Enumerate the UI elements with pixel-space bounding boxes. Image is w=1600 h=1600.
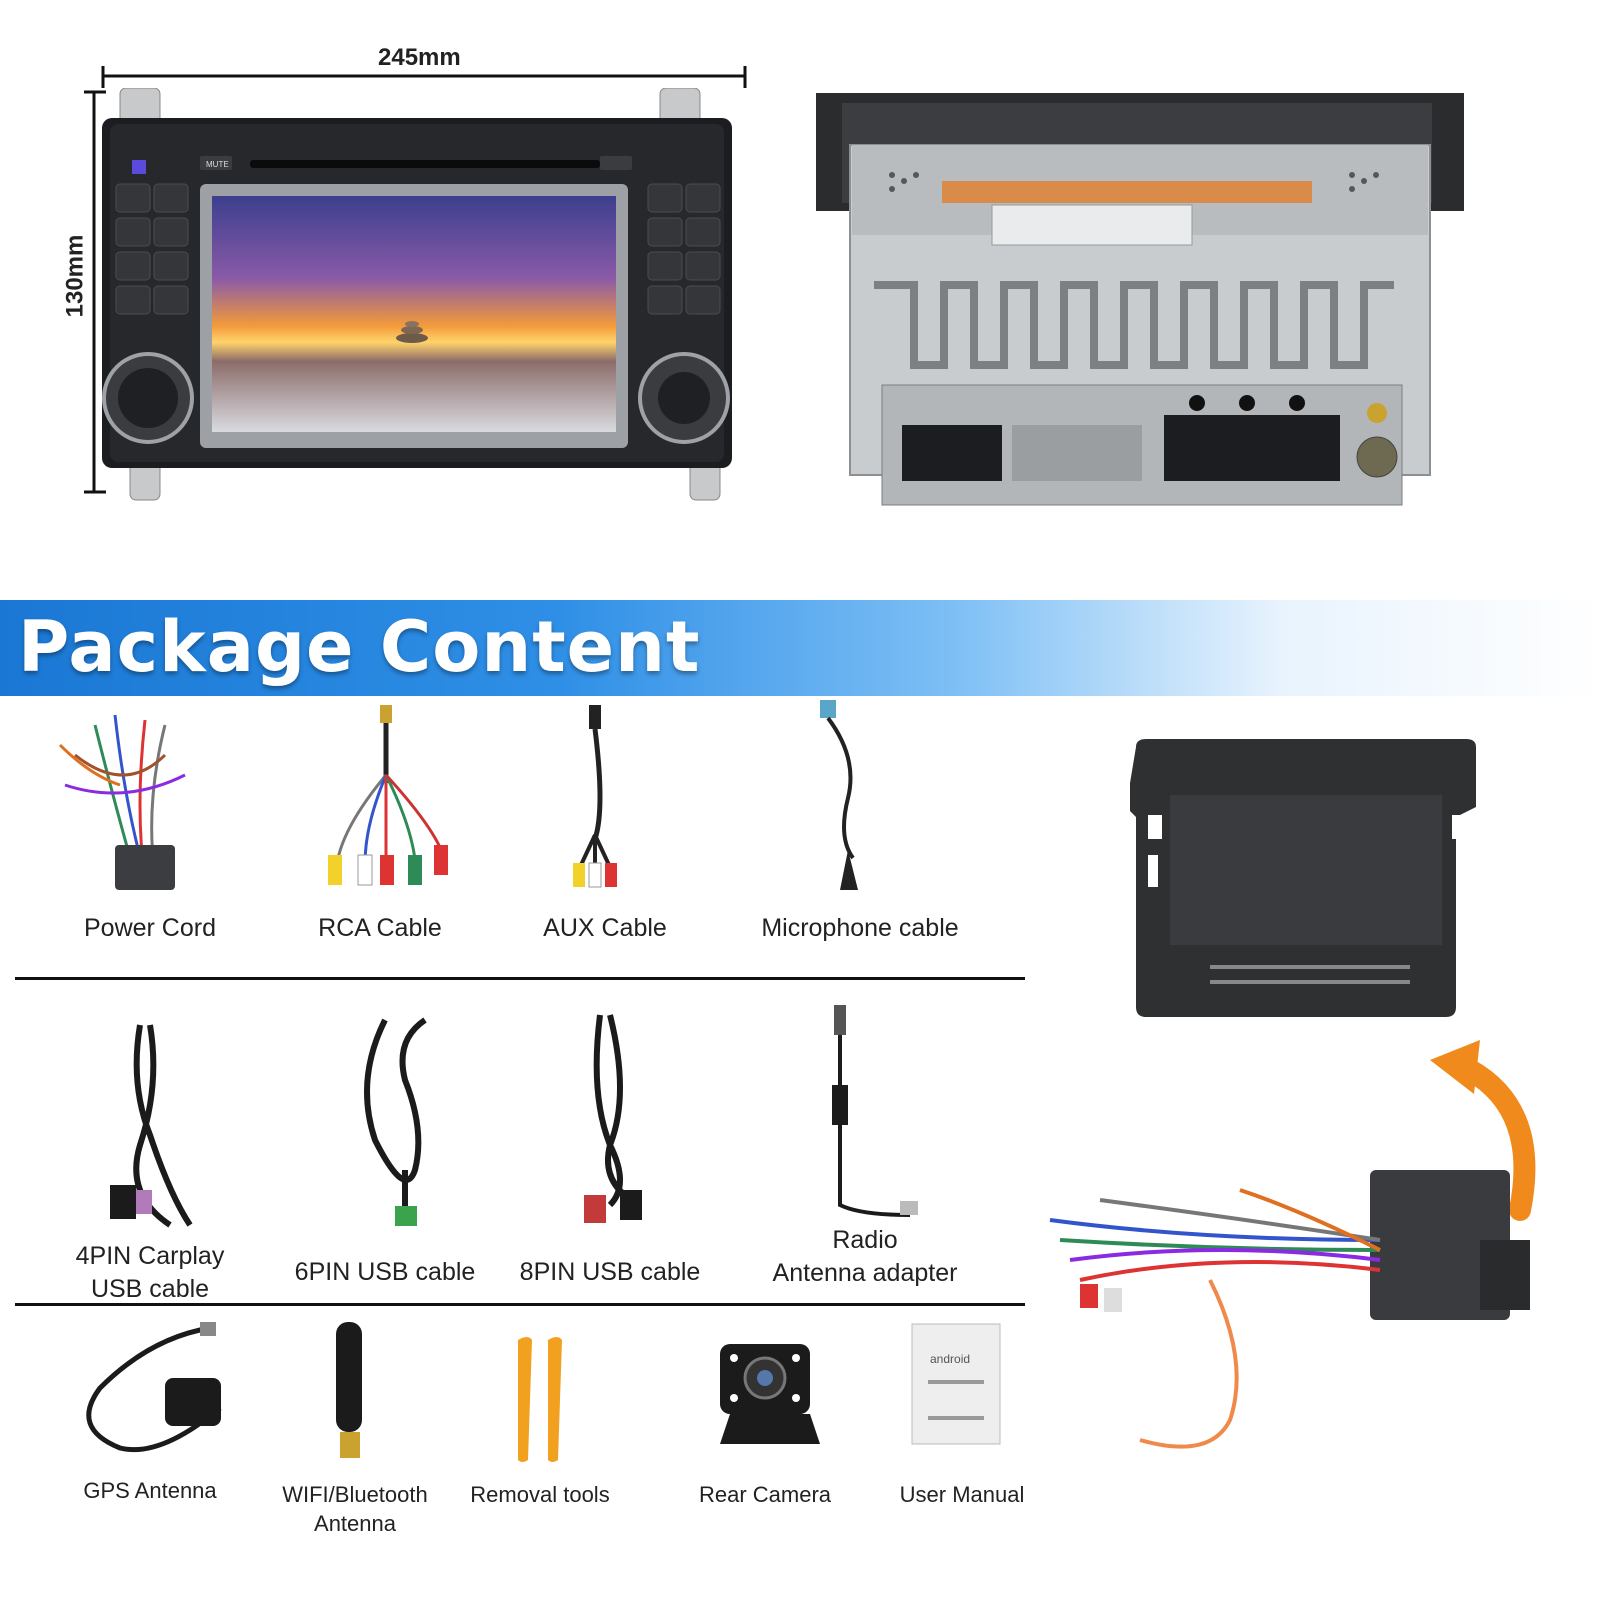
item-label-user-manual: User Manual [899, 1482, 1025, 1507]
user-manual-cover-text: android [930, 1352, 971, 1366]
package-content-banner [0, 600, 1600, 696]
item-label-4pin-line2: USB cable [90, 1275, 210, 1303]
item-label-radio-antenna-adapter: Radio Antenna adapter [720, 1224, 1010, 1290]
item-label-wifi-line2: Antenna [314, 1511, 396, 1536]
harness-connector-housing-image [1130, 739, 1476, 1017]
row-divider-1 [15, 977, 1025, 980]
item-label-radio-line2: Antenna adapter [772, 1259, 958, 1287]
gps-antenna-icon [86, 1322, 222, 1453]
removal-tools-icon [518, 1337, 562, 1462]
rear-camera-icon [720, 1344, 820, 1444]
width-dimension-label: 245mm [378, 44, 461, 71]
item-label-microphone-cable: Microphone cable [761, 914, 959, 942]
row-divider-2 [15, 1303, 1025, 1306]
item-label-gps-antenna: GPS Antenna [83, 1478, 217, 1503]
aux-cable-icon [573, 705, 617, 888]
rca-cable-icon [328, 705, 448, 886]
orange-arrow-icon [1430, 1040, 1536, 1221]
package-content-title: Package Content [18, 606, 701, 688]
microphone-cable-icon [820, 700, 858, 890]
wire-harness-icon [58, 714, 186, 890]
usb-cable-8pin-icon [584, 1014, 642, 1223]
item-label-wifi-line1: WIFI/Bluetooth [282, 1482, 428, 1507]
item-label-rear-camera: Rear Camera [698, 1482, 832, 1507]
item-label-radio-line1: Radio [832, 1226, 898, 1254]
antenna-adapter-icon [832, 1005, 918, 1217]
usb-cable-6pin-icon [364, 1017, 427, 1226]
item-label-4pin-carplay: 4PIN Carplay USB cable [40, 1240, 260, 1306]
wire-harness-large-image [1049, 1170, 1530, 1449]
head-unit-front-image [102, 88, 732, 501]
mute-button: MUTE [206, 160, 229, 169]
item-label-rca-cable: RCA Cable [318, 914, 442, 942]
item-label-wifi-bluetooth: WIFI/Bluetooth Antenna [255, 1480, 455, 1538]
item-label-4pin-line1: 4PIN Carplay [75, 1242, 225, 1270]
width-dimension-line [101, 66, 747, 88]
item-label-power-cord: Power Cord [84, 914, 216, 942]
usb-cable-4pin-icon [110, 1024, 193, 1228]
head-unit-rear-image [816, 93, 1464, 506]
item-label-8pin-usb: 8PIN USB cable [519, 1258, 701, 1286]
item-label-6pin-usb: 6PIN USB cable [294, 1258, 476, 1286]
user-manual-icon [911, 1323, 1001, 1445]
item-label-aux-cable: AUX Cable [543, 914, 667, 942]
wifi-antenna-icon [336, 1322, 362, 1458]
item-label-removal-tools: Removal tools [470, 1482, 610, 1507]
height-dimension-line [84, 90, 106, 494]
